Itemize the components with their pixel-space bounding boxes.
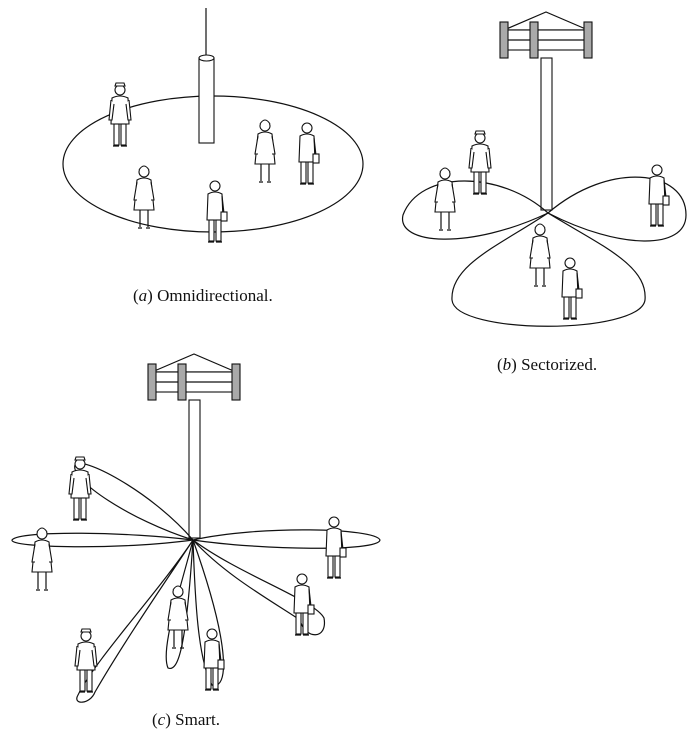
caption-c-text: Smart. [170,710,220,729]
smart-beam-left [11,532,194,548]
caption-c-paren-close: ) [165,710,171,729]
person-figure [529,223,551,287]
person-figure [167,585,189,649]
person-figure [133,165,155,229]
sector-lobe-left [402,180,550,240]
tower-mast [188,399,201,539]
person-figure [206,180,228,243]
caption-a-text: Omnidirectional. [152,286,273,305]
panel-b-sectorized [402,11,687,327]
caption-c-paren-open: ( [152,710,158,729]
sector-lobe-front [451,212,646,327]
caption-a-paren-open: ( [133,286,139,305]
person-figure [31,527,53,591]
person-figure [648,164,670,227]
caption-b-letter: b [502,355,512,374]
caption-b-paren-open: ( [497,355,503,374]
person-figure [293,573,315,636]
caption-c: (c) Smart. [152,710,220,730]
panel-c-smart [11,353,381,703]
caption-b-paren-close: ) [511,355,517,374]
caption-c-letter: c [157,710,166,729]
person-figure [468,130,492,195]
person-figure [74,628,98,693]
panel-a-omnidirectional [62,8,364,243]
tower-antenna-array [147,353,241,401]
person-figure [254,119,276,183]
smart-beam-down-1 [76,539,194,703]
tower-mast [540,57,553,211]
person-figure [325,516,347,579]
caption-b: (b) Sectorized. [497,355,597,375]
person-figure [68,456,92,521]
smart-beam-down-3 [192,539,225,686]
smart-beam-lower-right [192,539,325,636]
person-figure [298,122,320,185]
person-figure [434,167,456,231]
caption-a-paren-close: ) [147,286,153,305]
sector-lobe-right [546,176,687,242]
caption-b-text: Sectorized. [516,355,598,374]
caption-a-letter: a [138,286,148,305]
person-figure [108,82,132,147]
tower-antenna-array [499,11,593,59]
omnidirectional-antenna-mast [198,54,215,144]
smart-beam-upper-left [74,462,195,542]
caption-a: (a) Omnidirectional. [133,286,273,306]
person-figure [561,257,583,320]
smart-beam-right [192,529,381,549]
